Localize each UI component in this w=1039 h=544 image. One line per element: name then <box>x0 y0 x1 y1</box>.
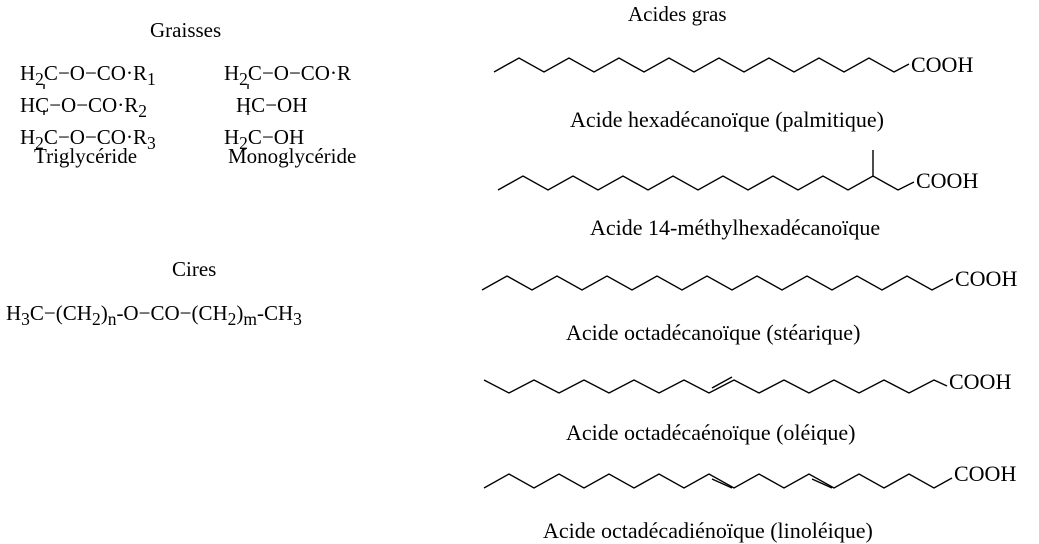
monoglyceride-row-1: H2C−O−CO·R <box>224 61 351 90</box>
waxes-title: Cires <box>172 257 217 281</box>
triglyceride-row-1: H2C−O−CO·R1 <box>20 61 156 90</box>
acid-1-chain <box>493 57 910 73</box>
wax-formula: H3C−(CH2)n-O−CO−(CH2)m-CH3 <box>6 301 302 330</box>
monoglyceride-row-2: HC−OH <box>236 93 308 118</box>
fats-title: Graisses <box>150 18 222 42</box>
fatty-acids-title: Acides gras <box>628 2 727 26</box>
acid-4-double-bond <box>711 376 733 389</box>
monoglyceride-row-3: H2C−OH <box>224 125 305 154</box>
monoglyceride-label: Monoglycéride <box>228 144 357 168</box>
acid-4-carboxyl: COOH <box>949 369 1012 394</box>
acid-4-name: Acide octadécaénoïque (oléique) <box>566 420 856 445</box>
acid-2-name: Acide 14-méthylhexadécanoïque <box>590 215 881 240</box>
acid-5-double-bond-2 <box>811 478 833 489</box>
acid-2-chain <box>497 175 915 191</box>
acid-3-carboxyl: COOH <box>955 266 1018 291</box>
acid-1-name: Acide hexadécanoïque (palmitique) <box>570 107 884 132</box>
acid-5-name: Acide octadécadiénoïque (linoléique) <box>543 518 873 543</box>
monoglyceride-structure: H2C−O−CO·R HC−OH H2C−OH <box>224 60 351 157</box>
acid-5-double-bond-1 <box>711 478 733 489</box>
acid-3-chain <box>481 275 954 291</box>
acid-5-chain <box>483 473 953 489</box>
triglyceride-label: Triglycéride <box>34 144 138 168</box>
triglyceride-structure: H2C−O−CO·R1 HC−O−CO·R2 H2C−O−CO·R3 <box>20 60 156 157</box>
acid-1-carboxyl: COOH <box>911 52 974 77</box>
acid-3-name: Acide octadécanoïque (stéarique) <box>566 320 861 345</box>
triglyceride-row-3: H2C−O−CO·R3 <box>20 125 156 154</box>
triglyceride-row-2: HC−O−CO·R2 <box>20 93 147 122</box>
acid-4-chain <box>483 379 948 394</box>
acid-5-carboxyl: COOH <box>954 461 1017 486</box>
acid-2-carboxyl: COOH <box>916 168 979 193</box>
